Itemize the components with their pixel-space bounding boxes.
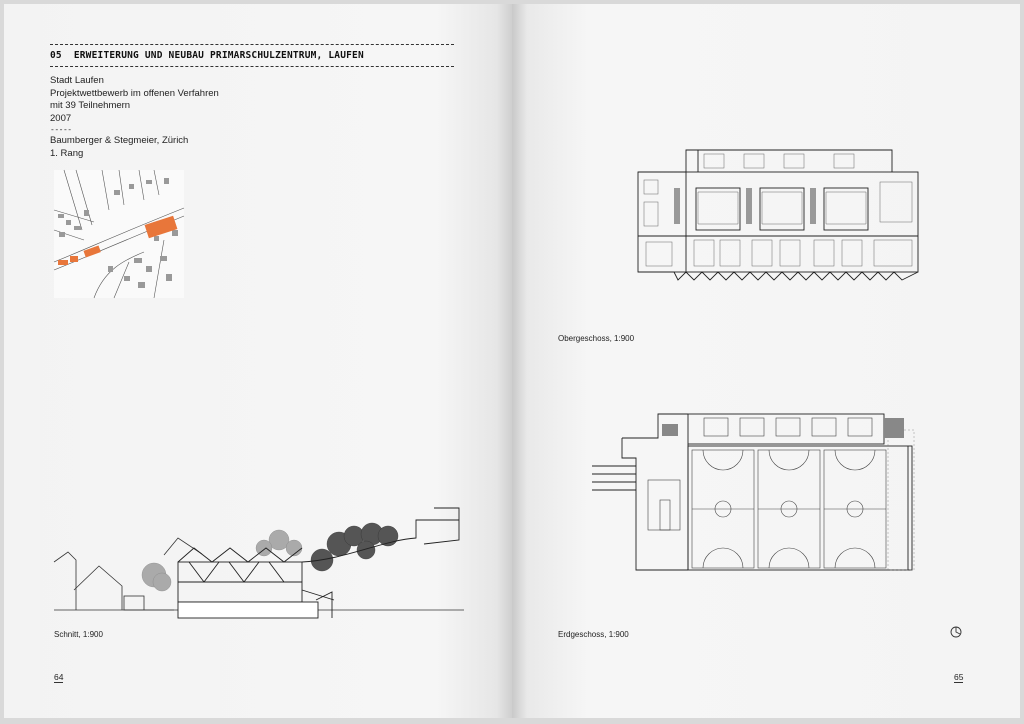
upper-floor-plan xyxy=(637,149,919,281)
book-spread xyxy=(4,4,1020,718)
north-arrow-icon xyxy=(950,626,962,638)
project-title: ERWEITERUNG UND NEUBAU PRIMARSCHULZENTRU… xyxy=(73,50,364,61)
top-divider xyxy=(50,44,454,45)
page-number-right: 65 xyxy=(954,672,964,683)
lower-plan-caption: Erdgeschoss, 1:900 xyxy=(558,630,629,639)
heading-divider xyxy=(50,66,454,67)
right-page xyxy=(512,4,1020,718)
project-heading: 05 ERWEITERUNG UND NEUBAU PRIMARSCHULZENT… xyxy=(50,50,364,61)
year-line: 2007 xyxy=(50,112,72,124)
rank-line: 1. Rang xyxy=(50,147,84,159)
procedure-line: Projektwettbewerb im offenen Verfahren xyxy=(50,87,219,99)
upper-plan-caption: Obergeschoss, 1:900 xyxy=(558,334,635,343)
project-number: 05 xyxy=(50,50,62,61)
architect-line: Baumberger & Stegmeier, Zürich xyxy=(50,135,189,146)
section-caption: Schnitt, 1:900 xyxy=(54,630,103,639)
left-page xyxy=(4,4,512,718)
client-line: Stadt Laufen xyxy=(50,75,104,86)
site-plan xyxy=(53,169,185,299)
section-drawing xyxy=(53,507,464,619)
page-number-left: 64 xyxy=(54,672,64,683)
project-info: Stadt Laufen Projektwettbewerb im offene… xyxy=(50,75,219,160)
info-separator: ----- xyxy=(50,125,72,134)
participants-line: mit 39 Teilnehmern xyxy=(50,100,131,111)
ground-floor-plan xyxy=(592,413,915,571)
